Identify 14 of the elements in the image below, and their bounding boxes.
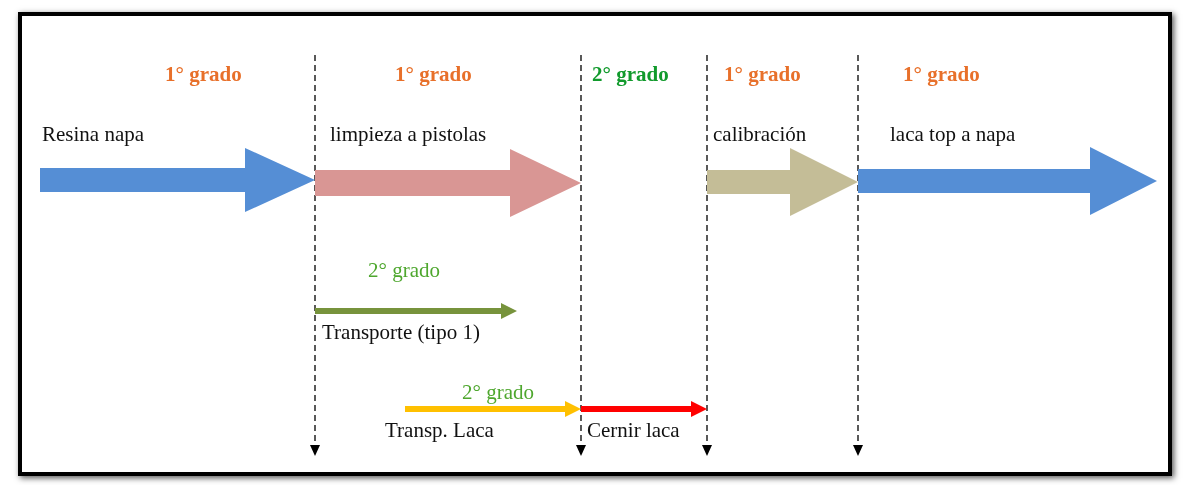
grade-label: 2° grado (462, 380, 534, 404)
grade-heading: 1° grado (903, 62, 980, 86)
step-label: Transporte (tipo 1) (322, 320, 480, 344)
step-label: Cernir laca (587, 418, 680, 442)
step-label: limpieza a pistolas (330, 122, 487, 146)
step-label: Transp. Laca (385, 418, 494, 442)
step-label: laca top a napa (890, 122, 1016, 146)
step-label: Resina napa (42, 122, 145, 146)
grade-label: 2° grado (368, 258, 440, 282)
grade-heading: 1° grado (395, 62, 472, 86)
grade-heading: 1° grado (165, 62, 242, 86)
step-label: calibración (713, 122, 807, 146)
grade-heading: 1° grado (724, 62, 801, 86)
grade-heading: 2° grado (592, 62, 669, 86)
